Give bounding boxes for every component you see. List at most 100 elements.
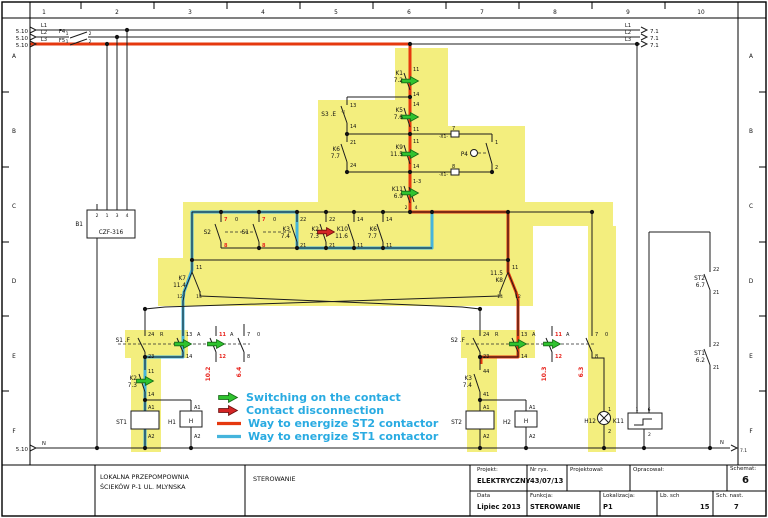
- schematic-label: K9: [396, 145, 404, 151]
- schematic-label: B: [749, 129, 753, 135]
- schematic-label: 11.4: [173, 283, 186, 289]
- schematic-label: 7.1: [650, 43, 659, 49]
- schematic-label: A: [197, 332, 201, 338]
- schematic-label: A2: [529, 434, 536, 440]
- schematic-label: 24: [350, 163, 356, 169]
- junction-dot: [634, 41, 640, 47]
- schematic-label: 10.3: [541, 367, 548, 382]
- red-line-icon: [216, 414, 242, 433]
- st1-coil: [130, 410, 160, 430]
- junction-dot: [218, 209, 224, 215]
- junction-dot: [429, 209, 435, 215]
- schematic-label: 10.2: [205, 367, 212, 382]
- schematic-label: 11: [196, 265, 202, 271]
- schematic-label: K1: [396, 71, 404, 77]
- junction-dot: [489, 169, 495, 175]
- schematic-label: A1: [483, 405, 490, 411]
- junction-dot: [104, 41, 110, 47]
- schematic-label: 5.10: [16, 29, 29, 35]
- junction-dot: [407, 131, 413, 137]
- next-sheet-label: Sch. nast.: [716, 493, 744, 499]
- sheet-count-label: Lb. sch: [660, 493, 680, 499]
- contact-blade-layer: [29, 26, 739, 452]
- schematic-label: 11: [148, 369, 154, 375]
- schematic-label: A1: [529, 405, 536, 411]
- junction-dot: [344, 131, 350, 137]
- schematic-label: S2 .F: [451, 338, 465, 344]
- schematic-label: L1: [41, 23, 47, 29]
- schematic-label: R: [160, 332, 164, 338]
- schematic-label: D: [12, 279, 17, 285]
- schematic-label: 11: [357, 243, 363, 249]
- schematic-label: 7.1: [650, 36, 659, 42]
- schematic-label: K10: [337, 227, 348, 233]
- schematic-label: -X1-: [439, 172, 448, 178]
- schematic-label: ◁: [341, 110, 345, 115]
- schematic-label: 14: [413, 92, 419, 98]
- junction-dot: [142, 306, 148, 312]
- junction-dot: [477, 306, 483, 312]
- junction-dot: [256, 245, 262, 251]
- date-value: Lipiec 2013: [477, 503, 521, 511]
- schematic-label: ST2: [451, 420, 462, 426]
- schematic-label: F4: [59, 29, 66, 35]
- schematic-label: 14: [413, 164, 419, 170]
- legend-item: Contact disconnection: [216, 404, 438, 417]
- schematic-label: 6.3: [578, 367, 585, 378]
- schematic-label: 8: [247, 354, 250, 360]
- sheet-count-value: 15: [700, 503, 710, 511]
- schematic-label: 21: [350, 140, 356, 146]
- junction-dot: [505, 257, 511, 263]
- schematic-label: 7: [262, 217, 266, 223]
- schematic-label: 14: [148, 392, 154, 398]
- designed-label: Projektował:: [570, 467, 604, 473]
- schematic-label: A: [566, 332, 570, 338]
- schematic-label: ST2: [694, 276, 705, 282]
- schematic-label: 14: [386, 217, 392, 223]
- schematic-label: E: [12, 354, 16, 360]
- schematic-label: K2: [130, 376, 138, 382]
- schematic-label: K2: [312, 227, 320, 233]
- schematic-label: L1: [625, 23, 631, 29]
- project-label: Projekt:: [477, 467, 498, 473]
- schematic-label: 2: [648, 432, 651, 438]
- junction-dot: [294, 209, 300, 215]
- schematic-label: 7.4: [463, 383, 473, 389]
- schematic-label: 21: [713, 365, 719, 371]
- schematic-label: 2: [608, 429, 611, 435]
- schematic-label: 14: [357, 217, 363, 223]
- h12-lamp-icon: [597, 411, 611, 425]
- schema-number: 6: [742, 475, 749, 486]
- schematic-label: 11.5: [490, 271, 503, 277]
- schematic-label: H1: [168, 420, 176, 426]
- schematic-label: 6.9: [394, 194, 404, 200]
- schematic-label: 3: [188, 10, 192, 16]
- schematic-label: 7.7: [368, 234, 378, 240]
- schematic-label: F: [749, 429, 752, 435]
- schematic-label: 5.10: [16, 36, 29, 42]
- junction-dot: [344, 169, 350, 175]
- schematic-label: 14: [350, 124, 356, 130]
- schematic-label: 14: [186, 354, 192, 360]
- schematic-label: 0: [273, 217, 276, 223]
- schematic-label: 6.4: [236, 367, 243, 378]
- schematic-label: 1: [636, 407, 639, 413]
- junction-dot: [351, 245, 357, 251]
- legend-item-label: Switching on the contact: [246, 391, 401, 404]
- schematic-label: 21: [300, 243, 306, 249]
- schematic-label: 11.6: [335, 234, 348, 240]
- schematic-label: 8: [553, 10, 557, 16]
- junction-dot: [505, 209, 511, 215]
- legend-item: Way to energize ST2 contactor: [216, 417, 438, 430]
- schematic-label: 0: [257, 332, 260, 338]
- junction-dot: [407, 169, 413, 175]
- schematic-label: K3: [465, 376, 473, 382]
- junction-dot: [323, 209, 329, 215]
- junction-dot: [142, 445, 148, 451]
- junction-dot: [477, 445, 483, 451]
- schematic-label: 2: [495, 165, 498, 171]
- schematic-label: 4: [261, 10, 265, 16]
